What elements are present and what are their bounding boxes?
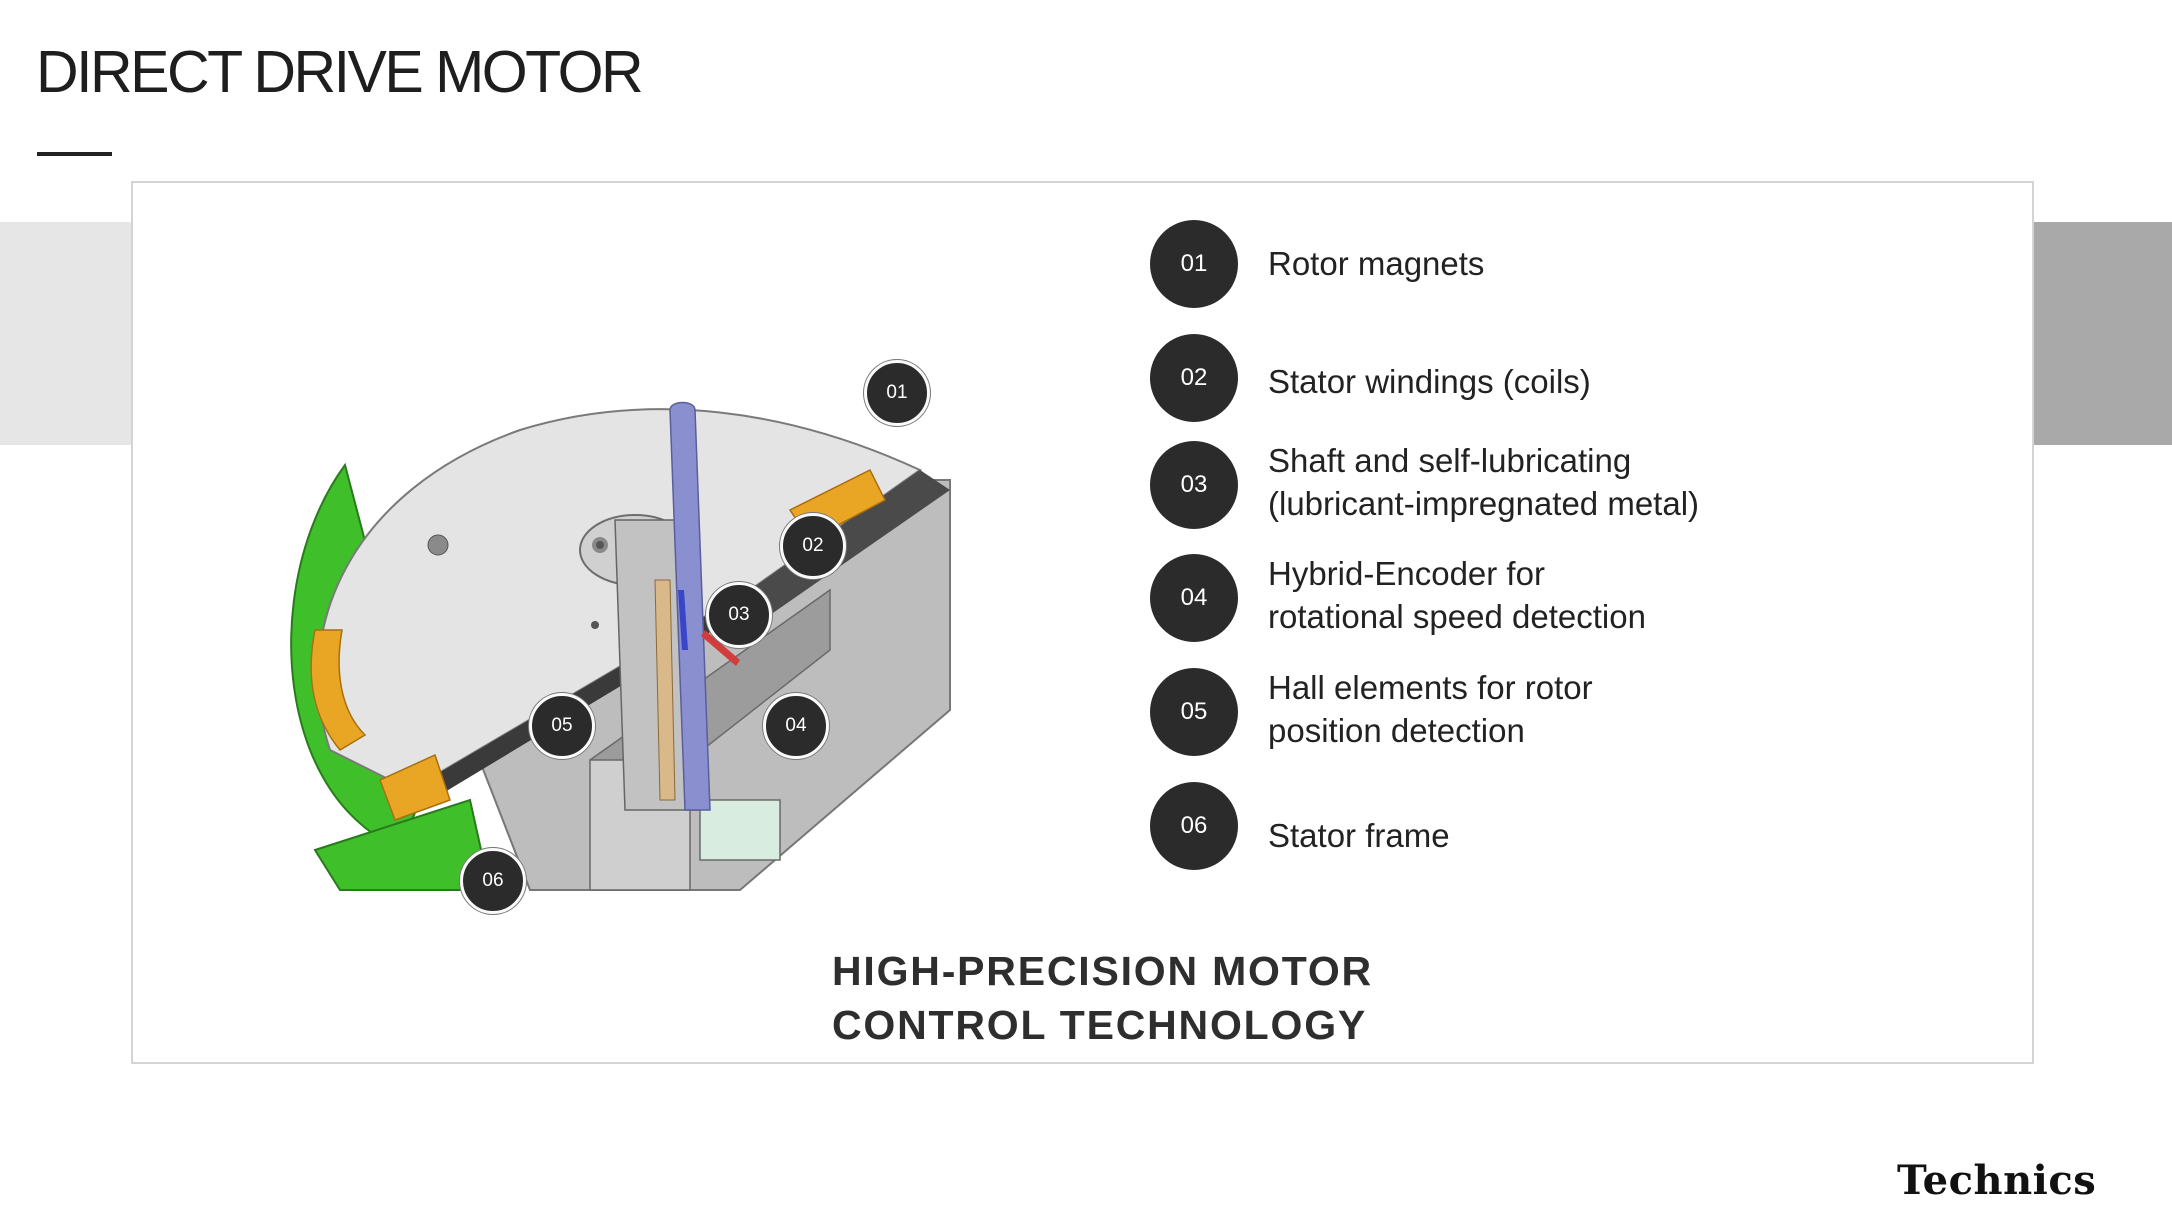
legend-label: Hall elements for rotor position detecti… [1268,669,1593,749]
page-title: DIRECT DRIVE MOTOR [36,39,644,105]
diagram-marker-04: 04 [763,693,829,759]
rotor-magnet [379,753,451,821]
legend-number: 03 [1150,441,1238,529]
diagram-marker-03: 03 [706,582,772,648]
shaft [669,401,711,811]
diagram-marker-06: 06 [460,848,526,914]
legend-label: Shaft and self-lubricating (lubricant-im… [1268,442,1700,522]
diagram-marker-01: 01 [864,360,930,426]
diagram-caption: HIGH-PRECISION MOTOR CONTROL TECHNOLOGY [832,948,1373,1048]
legend-number: 02 [1150,334,1238,422]
legend-number: 05 [1150,668,1238,756]
diagram-marker-05: 05 [529,693,595,759]
legend-label: Rotor magnets [1268,245,1485,282]
decorative-band-left [0,222,133,445]
legend-label: Stator frame [1268,817,1450,854]
motor-cutaway-illustration [290,401,951,891]
title-rule [37,152,112,156]
legend-number: 01 [1150,220,1238,308]
decorative-band-right [2034,222,2172,445]
diagram-marker-02: 02 [780,513,846,579]
legend-label: Stator windings (coils) [1268,363,1591,400]
legend-number: 04 [1150,554,1238,642]
legend-label: Hybrid-Encoder for rotational speed dete… [1268,555,1646,635]
brand-logo: Technics [1897,1157,2097,1204]
rotor-magnet [310,629,367,751]
legend-number: 06 [1150,782,1238,870]
